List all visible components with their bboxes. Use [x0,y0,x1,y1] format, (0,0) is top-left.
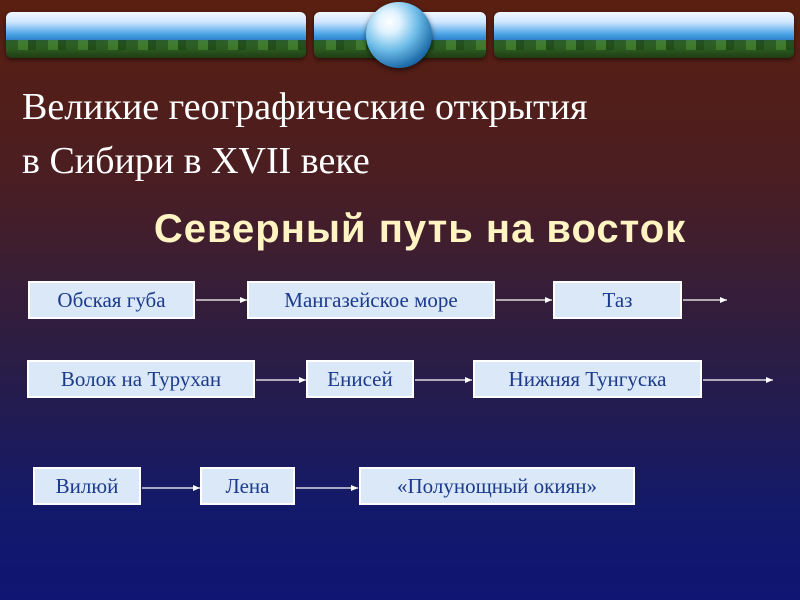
node-mangazeya-sea: Мангазейское море [247,281,495,319]
node-volok-turukhan: Волок на Турухан [27,360,255,398]
header-banner-left [6,12,306,58]
node-lena: Лена [200,467,295,505]
node-lower-tunguska: Нижняя Тунгуска [473,360,702,398]
slide-title: Великие географические открытия в Сибири… [22,80,782,188]
header-banner-right [494,12,794,58]
node-ob-bay: Обская губа [28,281,195,319]
title-line-2: в Сибири в XVII веке [22,140,370,182]
node-yenisei: Енисей [306,360,414,398]
slide-subtitle: Северный путь на восток [153,207,687,251]
node-taz: Таз [553,281,682,319]
title-line-1: Великие географические открытия [22,86,588,128]
node-vilyuy: Вилюй [33,467,141,505]
globe-icon [366,2,432,68]
node-polunoshny-okiyan: «Полунощный окиян» [359,467,635,505]
